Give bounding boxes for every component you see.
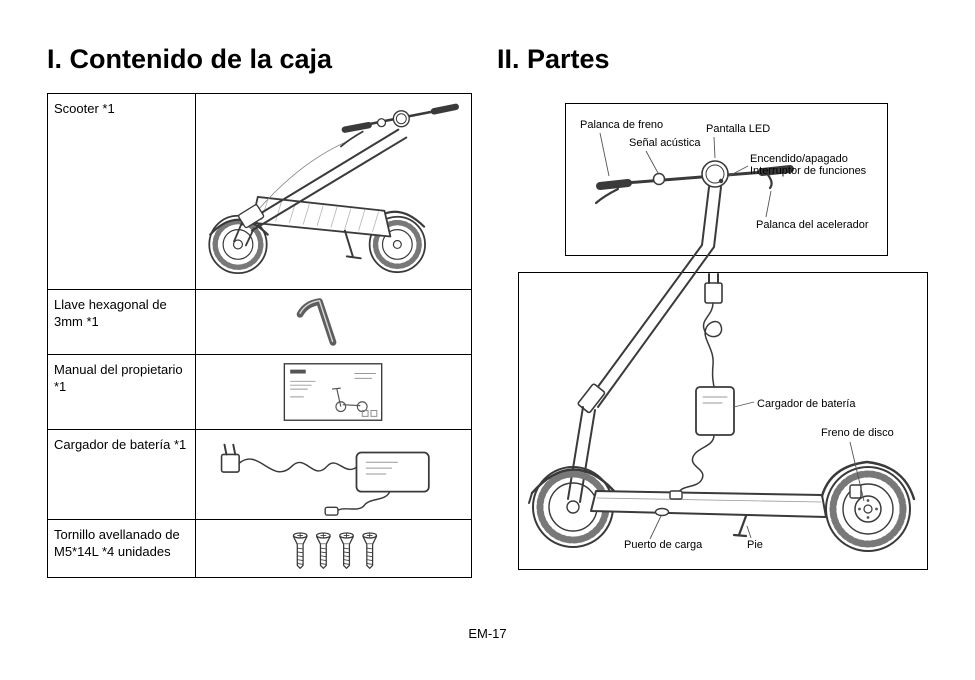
owners-manual-illustration: [196, 355, 471, 429]
label-battery-charger: Cargador de batería: [757, 398, 856, 410]
battery-charger-icon: [220, 443, 430, 516]
scooter-illustration: [196, 94, 471, 289]
contents-row-label: Tornillo avellanado de M5*14L *4 unidade…: [48, 520, 196, 577]
box-contents-table: Scooter *1: [47, 93, 472, 578]
table-row: Scooter *1: [48, 94, 471, 290]
label-power-switch: Encendido/apagado Interruptor de funcion…: [750, 153, 866, 177]
scooter-body-diagram-box: [518, 272, 928, 570]
countersunk-screws-illustration: [196, 520, 471, 577]
contents-row-label: Llave hexagonal de 3mm *1: [48, 290, 196, 354]
contents-row-label: Cargador de batería *1: [48, 430, 196, 519]
label-brake-lever: Palanca de freno: [580, 119, 664, 131]
contents-row-label: Manual del propietario *1: [48, 355, 196, 429]
battery-charger-illustration: [196, 430, 471, 519]
table-row: Cargador de batería *1: [48, 430, 471, 520]
label-led-display: Pantalla LED: [706, 123, 771, 135]
label-kickstand: Pie: [747, 539, 763, 551]
table-row: Llave hexagonal de 3mm *1: [48, 290, 471, 355]
label-disc-brake: Freno de disco: [821, 427, 894, 439]
label-power-line2: Interruptor de funciones: [750, 165, 867, 177]
hex-key-illustration: [196, 290, 471, 354]
scooter-icon: [208, 103, 459, 275]
section-title-box-contents: I. Contenido de la caja: [47, 44, 333, 74]
label-power-line1: Encendido/apagado: [750, 153, 848, 165]
label-bell: Señal acústica: [629, 137, 701, 149]
contents-row-label: Scooter *1: [48, 94, 196, 289]
label-charging-port: Puerto de carga: [624, 539, 703, 551]
table-row: Tornillo avellanado de M5*14L *4 unidade…: [48, 520, 471, 577]
label-throttle: Palanca del acelerador: [756, 219, 869, 231]
owners-manual-icon: [283, 362, 383, 421]
hex-key-icon: [296, 297, 337, 346]
section-title-parts: II. Partes: [497, 44, 610, 74]
screws-icon: [292, 531, 378, 569]
table-row: Manual del propietario *1: [48, 355, 471, 430]
page-number: EM-17: [468, 626, 507, 641]
